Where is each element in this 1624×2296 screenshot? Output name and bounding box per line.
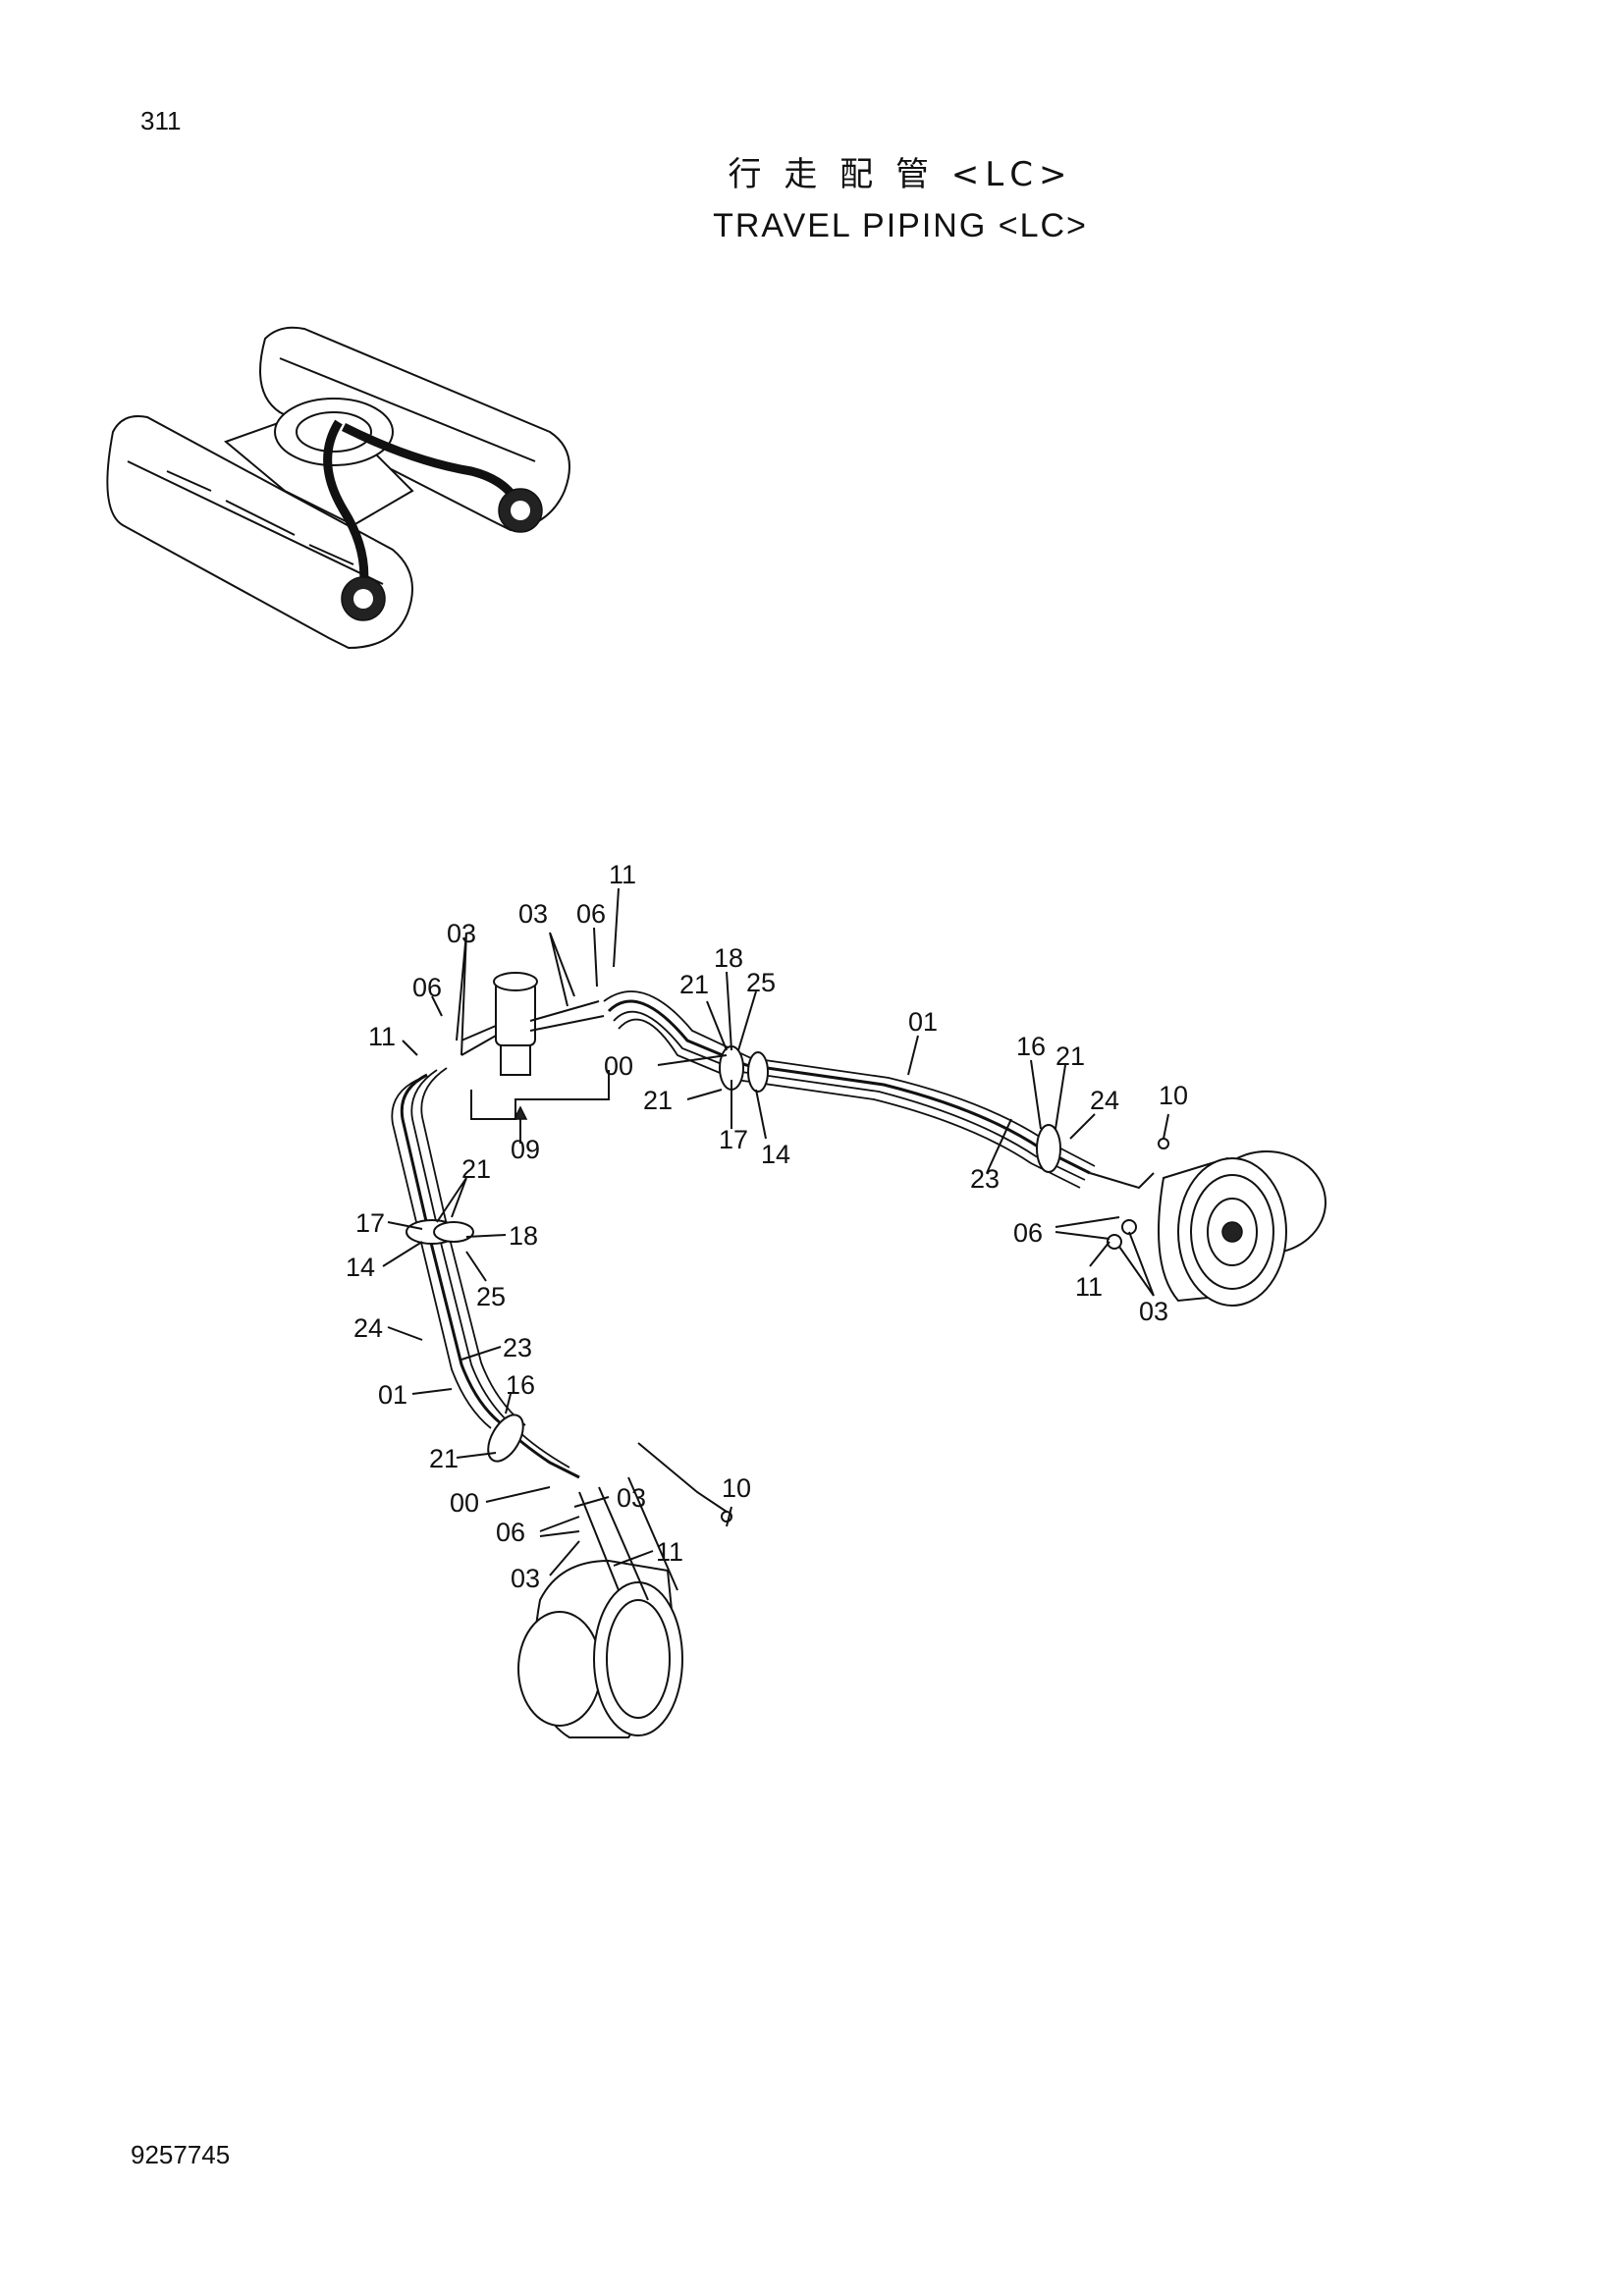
center-joint-part — [460, 972, 610, 1120]
title-chinese: 行 走 配 管 <LC> — [728, 155, 1073, 194]
callout-06-right: 06 — [1013, 1218, 1043, 1248]
callout-16-right: 16 — [1016, 1032, 1046, 1061]
callout-21-right: 21 — [1056, 1041, 1085, 1071]
front-motor-fittings — [1107, 1138, 1169, 1250]
leader-lines — [382, 887, 1169, 1576]
callout-11-right: 11 — [1075, 1272, 1103, 1302]
rear-travel-motor — [517, 1442, 732, 1738]
front-travel-motor — [1158, 1150, 1326, 1307]
callout-25-left: 25 — [476, 1282, 506, 1311]
callout-11-left: 11 — [368, 1022, 396, 1051]
callout-24-left: 24 — [353, 1313, 383, 1343]
right-hose-bundle — [603, 990, 1155, 1190]
callout-03-b: 03 — [518, 899, 548, 929]
callout-10-right: 10 — [1159, 1081, 1188, 1110]
callout-14-top: 14 — [761, 1140, 790, 1169]
page-number: 311 — [140, 106, 182, 135]
callout-21-left: 21 — [461, 1154, 491, 1184]
left-hose-bundle — [391, 1067, 580, 1479]
callout-01-left: 01 — [378, 1380, 407, 1410]
callout-18-top: 18 — [714, 943, 743, 973]
callout-11-top: 11 — [609, 860, 636, 889]
callout-00-top: 00 — [604, 1051, 633, 1081]
callout-06-a: 06 — [576, 899, 606, 929]
callout-10-bottom: 10 — [722, 1473, 751, 1503]
callout-00-bottom: 00 — [450, 1488, 479, 1518]
callout-18-left: 18 — [509, 1221, 538, 1251]
callout-11-bottom: 11 — [656, 1537, 683, 1567]
callout-06-b: 06 — [412, 973, 442, 1002]
callout-09: 09 — [511, 1135, 540, 1164]
document-number: 9257745 — [131, 2140, 231, 2169]
piping-assembly — [391, 972, 1326, 1738]
title-english: TRAVEL PIPING <LC> — [713, 207, 1088, 244]
title-block: 行 走 配 管 <LC> TRAVEL PIPING <LC> — [0, 147, 1624, 245]
undercarriage-overview-illustration — [106, 326, 570, 650]
callout-labels: 11 03 03 06 06 11 18 21 25 00 21 17 14 0… — [346, 860, 1188, 1593]
callout-06-bottom: 06 — [496, 1518, 525, 1547]
callout-17-top: 17 — [719, 1125, 748, 1154]
callout-01-right: 01 — [908, 1007, 938, 1037]
callout-24-right: 24 — [1090, 1086, 1119, 1115]
callout-16-left: 16 — [506, 1370, 535, 1400]
callout-03-bottom-a: 03 — [617, 1483, 646, 1513]
callout-21-top: 21 — [679, 970, 709, 999]
callout-03-bottom-b: 03 — [511, 1564, 540, 1593]
callout-21-mid: 21 — [643, 1086, 673, 1115]
callout-17-left: 17 — [355, 1208, 385, 1238]
callout-03-a: 03 — [447, 919, 476, 948]
callout-03-right: 03 — [1139, 1297, 1168, 1326]
callout-14-left: 14 — [346, 1253, 375, 1282]
callout-23-left: 23 — [503, 1333, 532, 1362]
callout-23-right: 23 — [970, 1164, 1000, 1194]
callout-21-bottom: 21 — [429, 1444, 459, 1473]
callout-25-top: 25 — [746, 968, 776, 997]
